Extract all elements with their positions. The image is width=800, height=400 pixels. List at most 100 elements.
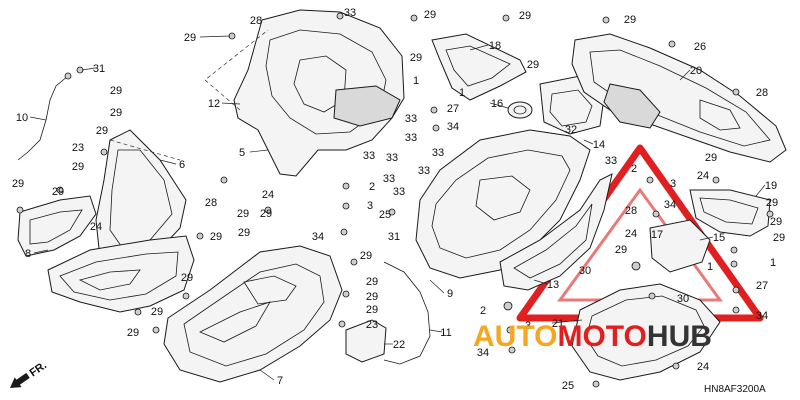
callout-34: 34 [312,231,324,243]
leader-lines [29,35,766,381]
callout-33: 33 [405,113,417,125]
callout-33: 33 [605,155,617,167]
callout-23: 23 [72,142,84,154]
part-bracket-18 [431,33,527,101]
callout-2: 2 [480,305,486,317]
callout-1: 1 [707,261,713,273]
callout-28: 28 [250,15,262,27]
callout-24: 24 [697,170,709,182]
callout-29: 29 [615,244,627,256]
callout-2: 2 [631,163,637,175]
callout-24: 24 [262,189,274,201]
part-rear-inner-fender [204,9,405,177]
callout-3: 3 [525,320,531,332]
callout-29: 29 [238,227,250,239]
callout-13: 13 [547,279,559,291]
callout-7: 7 [277,375,283,387]
callout-29: 29 [519,10,531,22]
callout-30: 30 [579,265,591,277]
part-wire-11 [383,261,431,365]
arrow-icon [10,372,30,388]
callout-29: 29 [705,152,717,164]
part-plate-22 [345,319,387,363]
callout-25: 25 [562,380,574,392]
callout-6: 6 [179,159,185,171]
callout-2: 2 [369,181,375,193]
callout-1: 1 [459,87,465,99]
part-fender-13 [499,173,613,291]
part-floor-step-7 [163,245,343,383]
part-bracket-19 [689,189,771,237]
part-floor-left [47,235,195,313]
callout-21: 21 [552,318,564,330]
part-skid-21 [571,283,721,381]
callout-29: 29 [72,161,84,173]
watermark-hub: HUB [647,320,712,353]
callout-29: 29 [127,327,139,339]
callout-33: 33 [432,147,444,159]
callout-29: 29 [424,9,436,21]
callout-29: 29 [12,178,24,190]
callout-29: 29 [260,208,272,220]
callout-12: 12 [208,98,220,110]
callout-15: 15 [713,232,725,244]
callout-29: 29 [52,186,64,198]
callout-30: 30 [677,293,689,305]
callout-22: 22 [393,339,405,351]
callout-34: 34 [447,121,459,133]
callout-28: 28 [625,205,637,217]
callout-29: 29 [151,306,163,318]
callout-28: 28 [756,87,768,99]
part-stay-15 [649,219,711,273]
callout-32: 32 [565,124,577,136]
callout-29: 29 [410,52,422,64]
front-direction-arrow: FR. [10,359,49,388]
callout-33: 33 [363,150,375,162]
callout-29: 29 [624,14,636,26]
callout-33: 33 [383,173,395,185]
callout-29: 29 [366,304,378,316]
callout-29: 29 [770,216,782,228]
callout-25: 25 [379,209,391,221]
callout-29: 29 [527,59,539,71]
callout-23: 23 [366,319,378,331]
callout-29: 29 [210,231,222,243]
callout-31: 31 [93,63,105,75]
callout-29: 29 [360,250,372,262]
callout-27: 27 [756,280,768,292]
callout-20: 20 [690,65,702,77]
callout-8: 8 [25,248,31,260]
callout-33: 33 [418,165,430,177]
callout-34: 34 [664,199,676,211]
callout-17: 17 [651,229,663,241]
callout-24: 24 [697,361,709,373]
callout-29: 29 [366,276,378,288]
callout-29: 29 [773,232,785,244]
callout-29: 29 [766,197,778,209]
callout-33: 33 [405,132,417,144]
callout-29: 29 [184,32,196,44]
drawing-code: HN8AF3200A [704,384,766,395]
callout-9: 9 [447,288,453,300]
callout-5: 5 [239,147,245,159]
callout-16: 16 [491,98,503,110]
callout-34: 34 [477,347,489,359]
callout-3: 3 [367,200,373,212]
callout-14: 14 [593,139,605,151]
callout-1: 1 [770,257,776,269]
callout-3: 3 [670,178,676,190]
callout-26: 26 [694,41,706,53]
callout-29: 29 [366,291,378,303]
callout-34: 34 [756,310,768,322]
callout-28: 28 [205,197,217,209]
direction-label: FR. [28,359,49,379]
callout-29: 29 [96,125,108,137]
callout-1: 1 [413,75,419,87]
fasteners [16,12,774,388]
watermark-auto: AUTO [473,320,557,353]
callout-29: 29 [110,85,122,97]
callout-29: 29 [110,107,122,119]
callout-24: 24 [625,228,637,240]
callout-29: 29 [181,272,193,284]
